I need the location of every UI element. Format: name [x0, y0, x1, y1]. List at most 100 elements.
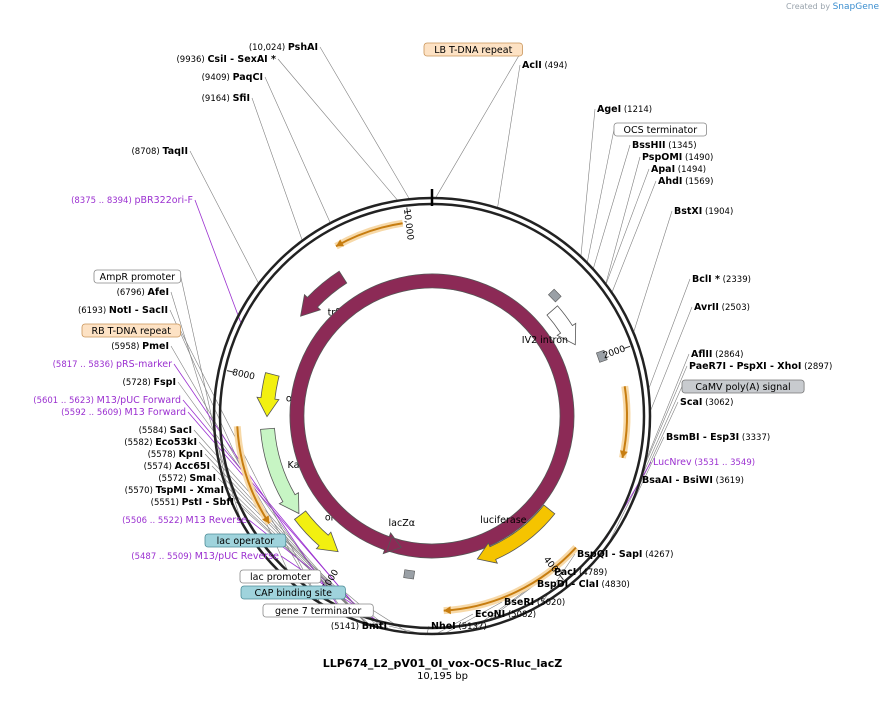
site-leader	[170, 291, 243, 526]
lac-operator-box	[204, 533, 287, 548]
site-position: (5574)	[144, 462, 175, 472]
tick-mark	[226, 370, 234, 373]
site-pmei: (5958) PmeI	[111, 341, 169, 352]
site-position: (494)	[542, 61, 568, 71]
tick-label: 10,000	[401, 208, 415, 241]
site-name: BclI *	[692, 274, 720, 285]
primer-m13-forward: (5592 .. 5609) M13 Forward	[61, 407, 186, 418]
site-name: TaqII	[162, 146, 188, 157]
site-leader	[433, 613, 474, 636]
site-leader	[611, 180, 657, 292]
site-afei: (6796) AfeI	[117, 287, 169, 298]
site-position: (5551)	[151, 498, 182, 508]
site-position: (3337)	[739, 433, 770, 443]
primer-name: M13/pUC Forward	[97, 395, 181, 406]
tick-mark	[406, 207, 409, 215]
site-leader	[189, 150, 259, 283]
site-name: ApaI	[651, 164, 675, 175]
camv-poly-a-signal-box	[681, 379, 805, 394]
site-position: (1490)	[682, 153, 713, 163]
site-position: (5584)	[139, 426, 170, 436]
site-name: Acc65I	[175, 461, 210, 472]
site-leader	[319, 46, 410, 199]
iv2-intron-label: IV2 intron	[522, 335, 568, 346]
primer-m13-puc-reverse: (5487 .. 5509) M13/pUC Reverse	[131, 551, 279, 562]
site-name: Eco53kI	[155, 437, 197, 448]
site-position: (3062)	[702, 398, 733, 408]
site-name: CsiI - SexAI *	[207, 54, 276, 65]
primer-m13-reverse: (5506 .. 5522) M13 Reverse	[122, 515, 247, 526]
tick-label: 2000	[602, 344, 627, 361]
ring-arrow-head	[336, 239, 345, 247]
site-bcli: BclI * (2339)	[692, 274, 751, 285]
primer-range: (5601 .. 5623)	[33, 396, 96, 406]
site-position: (9409)	[202, 73, 233, 83]
site-name: PmeI	[142, 341, 169, 352]
site-position: (5020)	[534, 598, 565, 608]
ocs-terminator-box	[613, 122, 707, 137]
site-labels: (10,024) PshAI(9936) CsiI - SexAI *(9409…	[33, 42, 832, 632]
primer-pbr322ori-f: (8375 .. 8394) pBR322ori-F	[71, 195, 193, 206]
site-position: (2864)	[712, 350, 743, 360]
ring-arrow	[443, 546, 577, 612]
lb-t-dna-repeat-label: LB T-DNA repeat	[434, 45, 512, 56]
cap-binding-site-label: CAP binding site	[254, 588, 332, 599]
site-kpni: (5578) KpnI	[148, 449, 203, 460]
primer-name: M13 Reverse	[186, 515, 248, 526]
site-noti-sacii: (6193) NotI - SacII	[78, 305, 168, 316]
site-position: (8708)	[131, 147, 162, 157]
site-name: PstI - SbfI	[182, 497, 234, 508]
site-position: (1345)	[666, 141, 697, 151]
site-name: TspMI - XmaI	[156, 485, 224, 496]
site-tspmi-xmai: (5570) TspMI - XmaI	[125, 485, 224, 496]
site-position: (1494)	[675, 165, 706, 175]
site-leader	[650, 306, 693, 410]
site-leader	[467, 583, 536, 633]
rb-t-dna-repeat-label: RB T-DNA repeat	[92, 326, 172, 337]
ring-arrow-head	[443, 606, 451, 615]
site-name: NotI - SacII	[109, 305, 168, 316]
site-name: AgeI	[597, 104, 621, 115]
site-position: (4267)	[642, 550, 673, 560]
site-acc65i: (5574) Acc65I	[144, 461, 210, 472]
site-name: BseRI	[504, 597, 534, 608]
site-position: (2503)	[719, 303, 750, 313]
trfa-arrow	[300, 270, 348, 317]
box-leader	[180, 330, 322, 605]
tick-mark	[623, 345, 631, 350]
site-econi: EcoNI (5082)	[475, 609, 536, 620]
primer-name: M13 Forward	[124, 407, 186, 418]
site-leader	[442, 601, 503, 636]
site-position: (1569)	[682, 177, 713, 187]
camv-poly-a-signal-label: CaMV poly(A) signal	[695, 382, 790, 393]
site-leader	[497, 64, 521, 208]
site-name: ScaI	[680, 397, 702, 408]
site-position: (5578)	[148, 450, 179, 460]
site-bsmbi-esp3i: BsmBI - Esp3I (3337)	[666, 432, 770, 443]
site-leader	[225, 489, 370, 626]
gene-7-terminator-label: gene 7 terminator	[275, 606, 361, 617]
plasmid-size: 10,195 bp	[417, 671, 468, 682]
luciferase-label: luciferase	[480, 515, 526, 526]
site-position: (1904)	[702, 207, 733, 217]
site-bspqi-sapi: BspQI - SapI (4267)	[577, 549, 673, 560]
site-position: (5728)	[123, 378, 154, 388]
primer-leader	[173, 363, 340, 609]
site-apai: ApaI (1494)	[651, 164, 706, 175]
site-paqci: (9409) PaqCI	[202, 72, 263, 83]
site-position: (4830)	[599, 580, 630, 590]
plasmid-backbone	[212, 189, 652, 636]
plasmid-name: LLP674_L2_pV01_0I_vox-OCS-Rluc_lacZ	[322, 657, 563, 670]
tick-mark	[558, 573, 564, 581]
site-name: BspQI - SapI	[577, 549, 642, 560]
lac-promoter-box	[239, 569, 322, 584]
site-bmti: (5141) BmtI	[331, 621, 387, 632]
site-leader	[277, 58, 398, 200]
site-name: BmtI	[362, 621, 387, 632]
site-name: BspDI - ClaI	[537, 579, 599, 590]
primer-range: (5592 .. 5609)	[61, 408, 124, 418]
site-name: SacI	[170, 425, 192, 436]
site-name: NheI	[431, 621, 456, 632]
site-taqii: (8708) TaqII	[131, 146, 188, 157]
lb-t-dna-repeat-box	[423, 42, 523, 57]
